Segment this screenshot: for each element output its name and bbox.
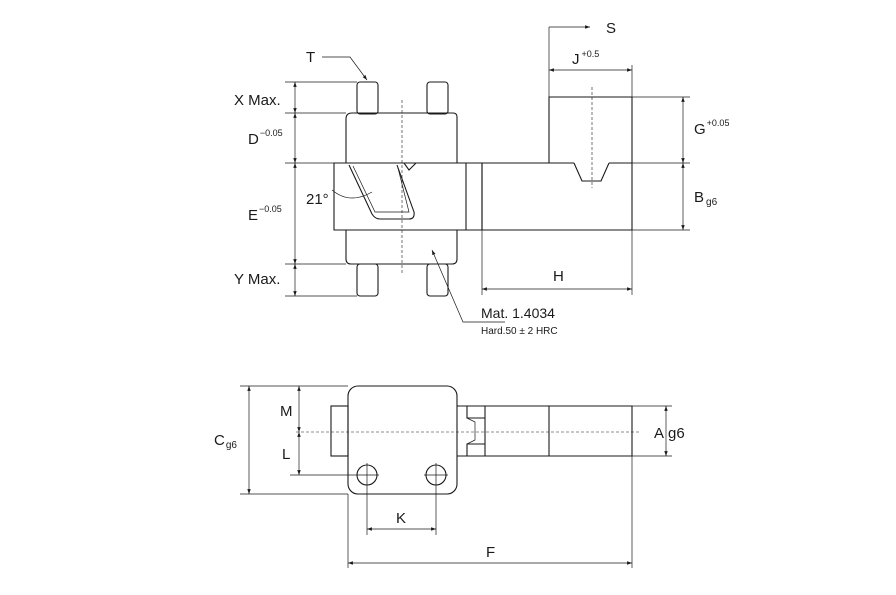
dovetail-groove <box>348 164 415 220</box>
front-view-dimensions <box>285 25 690 323</box>
label-L: L <box>282 446 290 463</box>
label-F: F <box>486 544 495 561</box>
front-view <box>333 81 633 297</box>
label-E: E−0.05 <box>248 204 282 224</box>
lower-block <box>345 229 458 265</box>
upper-block <box>345 112 458 164</box>
label-T: T <box>306 49 315 66</box>
arm <box>482 96 633 231</box>
hardness-label: Hard.50 ± 2 HRC <box>481 326 558 337</box>
top-view-dimensions <box>240 385 672 568</box>
main-block-top <box>347 385 458 495</box>
top-view <box>296 385 640 495</box>
middle-body <box>333 162 483 231</box>
label-angle: 21° <box>306 191 329 208</box>
bottom-left-pin <box>356 263 379 297</box>
label-M: M <box>280 403 293 420</box>
label-G: G+0.05 <box>694 118 729 138</box>
label-S: S <box>606 20 616 37</box>
label-J: J+0.5 <box>572 49 599 68</box>
stub <box>330 405 349 457</box>
label-Y-max: Y Max. <box>234 271 280 288</box>
top-left-pin <box>356 81 379 115</box>
label-H: H <box>553 268 564 285</box>
top-right-pin <box>426 81 449 115</box>
label-C: Cg6 <box>214 432 237 451</box>
label-X-max: X Max. <box>234 92 281 109</box>
label-K: K <box>396 510 406 527</box>
material-label: Mat. 1.4034 <box>481 305 555 321</box>
label-D: D−0.05 <box>248 128 283 148</box>
